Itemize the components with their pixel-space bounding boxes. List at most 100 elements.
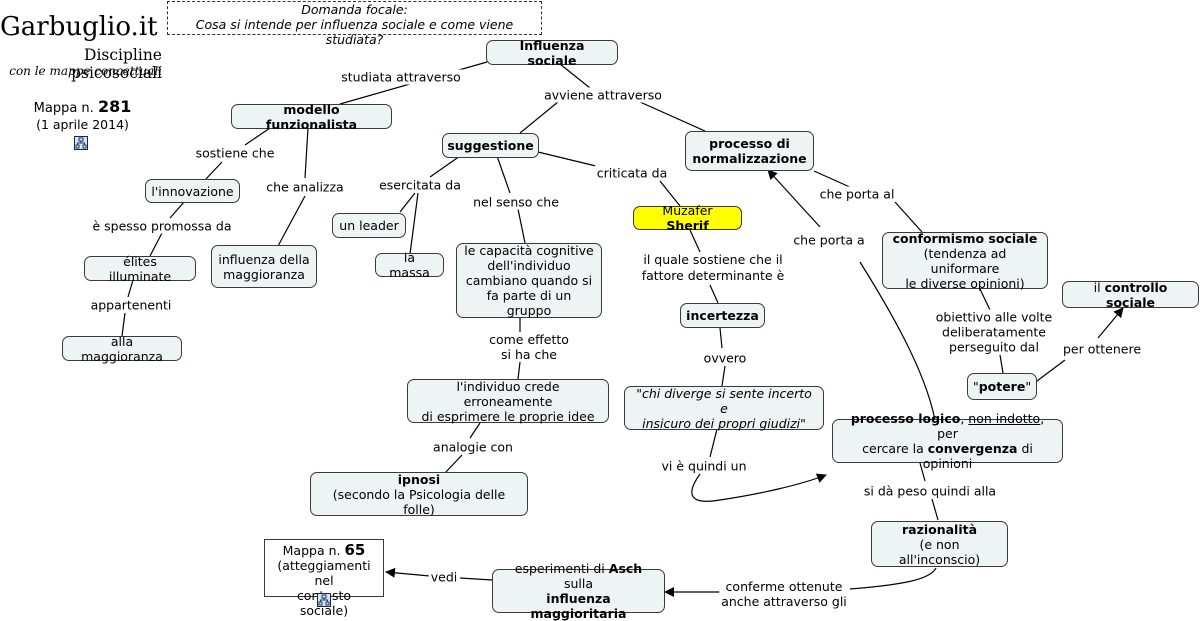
label-come-effetto: come effetto si ha che	[487, 332, 571, 362]
node-text: processo di	[709, 136, 790, 151]
node-processo-normalizzazione[interactable]: processo di normalizzazione	[685, 131, 814, 171]
node-text: (secondo la Psicologia delle folle)	[332, 486, 506, 517]
node-potere[interactable]: "potere"	[967, 373, 1037, 400]
node-individuo-crede[interactable]: l'individuo crede erroneamente di esprim…	[407, 378, 609, 424]
node-leader[interactable]: un leader	[332, 213, 406, 238]
focal-title: Domanda focale:	[301, 2, 408, 17]
node-text: (e non all'inconscio)	[898, 536, 981, 567]
label-line: fattore determinante è	[641, 268, 785, 283]
label-obiettivo: obiettivo alle volte deliberatamente per…	[933, 309, 1055, 355]
node-text: le diverse opinioni)	[905, 275, 1025, 291]
pl-bold2: convergenza	[927, 441, 1018, 456]
sherif-last: Sherif	[666, 218, 709, 233]
label-appartenenti: appartenenti	[88, 297, 174, 313]
node-text: suggestione	[447, 138, 534, 153]
node-text: influenza maggioritaria	[530, 591, 627, 621]
controllo-pre: il	[1093, 279, 1101, 295]
node-text: "chi diverge si sente incerto e	[636, 385, 812, 416]
node-text: le capacità cognitive	[464, 243, 594, 258]
node-suggestione[interactable]: suggestione	[442, 133, 539, 158]
node-muzafer-sherif[interactable]: Muzafer Sherif	[633, 203, 742, 233]
node-text: processo logico, non indotto, per	[839, 411, 1056, 441]
node-text: cercare la convergenza di opinioni	[839, 441, 1056, 471]
node-text: dell'individuo	[487, 258, 571, 273]
node-text: fa parte di un gruppo	[486, 288, 572, 318]
label-avviene-attraverso: avviene attraverso	[542, 87, 664, 103]
label-studiata-attraverso: studiata attraverso	[339, 69, 463, 85]
node-text: ipnosi	[397, 471, 441, 487]
pl-text1: , per	[937, 411, 1045, 441]
label-vi-e-quindi-un: vi è quindi un	[659, 458, 749, 474]
node-text: insicuro dei propri giudizi"	[642, 415, 806, 431]
node-massa[interactable]: la massa	[375, 250, 444, 280]
label-analogie-con: analogie con	[431, 439, 515, 455]
esp-text2: sulla	[563, 576, 594, 591]
label-quale-sostiene: il quale sostiene che il fattore determi…	[639, 252, 787, 284]
label-line: perseguito dal	[949, 339, 1039, 355]
label-che-porta-a: che porta a	[791, 232, 867, 248]
node-text: l'innovazione	[151, 183, 234, 199]
node-incertezza[interactable]: incertezza	[680, 303, 765, 328]
pl-comma: ,	[960, 411, 965, 426]
node-text: un leader	[339, 218, 399, 233]
site-logo[interactable]: Garbuglio.it	[0, 12, 158, 42]
node-text: l'individuo crede erroneamente	[456, 378, 560, 409]
node-text: Mappa n. 65	[283, 541, 366, 559]
label-ovvero: ovvero	[701, 350, 749, 366]
node-text: Influenza sociale	[519, 37, 585, 68]
node-capacita-cognitive[interactable]: le capacità cognitive dell'individuo cam…	[456, 243, 602, 318]
label-line: il quale sostiene che il	[643, 252, 783, 267]
node-razionalita[interactable]: razionalità (e non all'inconscio)	[871, 521, 1008, 567]
label-spesso-promossa: è spesso promossa da	[90, 218, 234, 234]
node-text: alla maggioranza	[81, 333, 163, 364]
sherif-first: Muzafer	[662, 203, 713, 218]
esp-text1: esperimenti di	[514, 561, 605, 576]
label-si-da-peso: si dà peso quindi alla	[861, 483, 999, 499]
pl-bold1: processo logico	[850, 411, 961, 426]
label-line: conferme ottenute	[725, 579, 843, 594]
label-per-ottenere: per ottenere	[1060, 341, 1144, 357]
label-nel-senso-che: nel senso che	[471, 194, 561, 210]
node-controllo-sociale[interactable]: il controllo sociale	[1062, 280, 1199, 310]
node-processo-logico[interactable]: processo logico, non indotto, per cercar…	[832, 411, 1063, 471]
site-subtitle: Discipline psicosociali	[71, 46, 162, 82]
label-vedi: vedi	[428, 569, 460, 585]
label-line: deliberatamente	[942, 324, 1046, 340]
map-number: 281	[97, 97, 132, 116]
node-text: incertezza	[686, 308, 759, 323]
node-influenza-maggioranza[interactable]: influenza della maggioranza	[211, 245, 317, 288]
node-modello-funzionalista[interactable]: modello funzionalista	[231, 102, 392, 132]
pl-text3: di opinioni	[922, 441, 1033, 471]
node-text: cambiano quando si	[465, 273, 593, 288]
label-line: obiettivo alle volte	[935, 309, 1053, 325]
node-mappa-65[interactable]: Mappa n. 65 (atteggiamenti nel contesto …	[264, 539, 384, 618]
label-che-analizza: che analizza	[264, 179, 346, 195]
node-text: maggioranza	[223, 266, 305, 282]
label-line: si ha che	[501, 347, 557, 362]
map-number-label: Mappa n. 281	[0, 97, 165, 116]
node-chi-diverge[interactable]: "chi diverge si sente incerto e insicuro…	[624, 385, 824, 431]
node-text: di esprimere le proprie idee	[421, 408, 595, 424]
node-text: la massa	[389, 250, 430, 280]
mappa65-number: 65	[344, 541, 366, 559]
pl-underline: non indotto	[968, 411, 1041, 426]
node-text: il controllo sociale	[1069, 280, 1192, 310]
node-conformismo-sociale[interactable]: conformismo sociale (tendenza ad uniform…	[882, 231, 1048, 291]
node-ipnosi[interactable]: ipnosi (secondo la Psicologia delle foll…	[310, 471, 528, 517]
concept-map-link-icon[interactable]	[317, 593, 331, 607]
node-esperimenti-asch[interactable]: esperimenti di Asch sulla influenza magg…	[492, 561, 665, 621]
node-text: "potere"	[973, 379, 1031, 394]
map-prefix: Mappa n.	[33, 101, 94, 116]
concept-map-icon[interactable]	[74, 136, 88, 150]
node-influenza-sociale[interactable]: Influenza sociale	[486, 37, 618, 68]
node-alla-maggioranza[interactable]: alla maggioranza	[62, 333, 182, 364]
node-elites-illuminate[interactable]: élites illuminate	[84, 254, 196, 284]
potere-bold: potere	[978, 379, 1026, 394]
label-conferme-ottenute: conferme ottenute anche attraverso gli	[719, 579, 849, 609]
node-text: razionalità	[901, 521, 978, 537]
label-che-porta-al: che porta al	[817, 186, 897, 202]
esp-bold1: Asch	[608, 561, 643, 576]
label-sostiene-che: sostiene che	[193, 145, 277, 161]
node-innovazione[interactable]: l'innovazione	[145, 179, 240, 203]
